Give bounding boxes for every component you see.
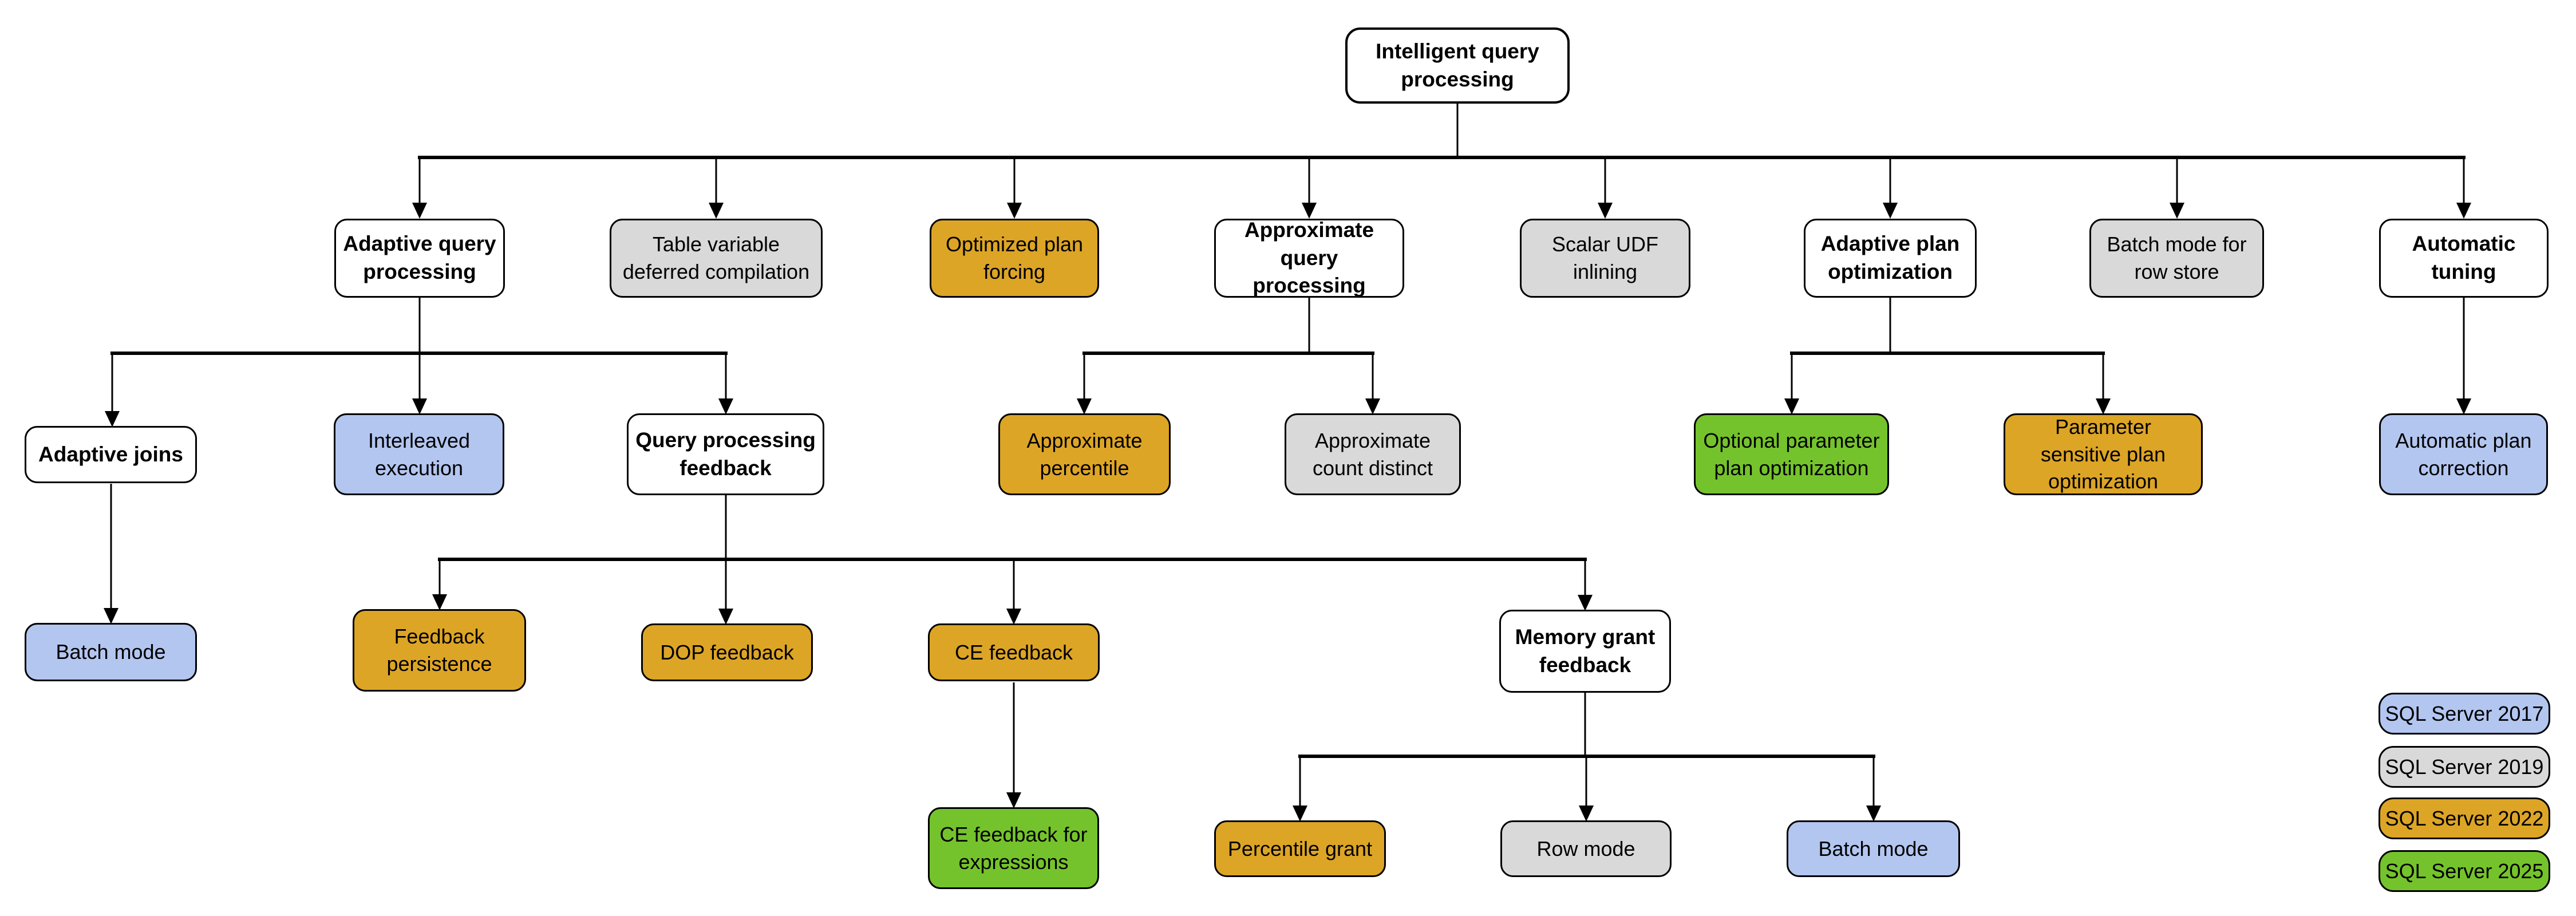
legend-item-sql-server-2017: SQL Server 2017 [2379,693,2550,735]
node-optional-parameter-plan-optimization: Optional parameter plan optimization [1694,413,1889,495]
trunk-lines [110,104,2465,808]
legend-item-sql-server-2025: SQL Server 2025 [2379,850,2550,892]
node-intelligent-query-processing: Intelligent query processing [1345,27,1570,104]
node-table-variable-deferred-compilation: Table variable deferred compilation [610,219,823,298]
node-adaptive-plan-optimization: Adaptive plan optimization [1804,219,1977,298]
node-dop-feedback: DOP feedback [641,623,813,681]
node-optimized-plan-forcing: Optimized plan forcing [930,219,1099,298]
legend-item-sql-server-2019: SQL Server 2019 [2379,746,2550,788]
node-interleaved-execution: Interleaved execution [334,413,504,495]
node-scalar-udf-inlining: Scalar UDF inlining [1520,219,1690,298]
node-automatic-tuning: Automatic tuning [2379,219,2549,298]
node-batch-mode-for-row-store: Batch mode for row store [2089,219,2264,298]
node-adaptive-query-processing: Adaptive query processing [334,219,505,298]
node-row-mode: Row mode [1500,820,1672,877]
node-ce-feedback-for-expressions: CE feedback for expressions [928,807,1099,889]
node-ce-feedback: CE feedback [928,623,1100,681]
node-percentile-grant: Percentile grant [1214,820,1386,877]
node-query-processing-feedback: Query processing feedback [627,413,824,495]
node-adaptive-joins: Adaptive joins [25,426,197,483]
node-batch-mode-adaptive-joins: Batch mode [25,623,197,681]
node-automatic-plan-correction: Automatic plan correction [2379,413,2548,495]
node-feedback-persistence: Feedback persistence [353,609,526,692]
arrowheads [104,203,2471,822]
node-approximate-query-processing: Approximate query processing [1214,218,1404,298]
node-parameter-sensitive-plan-optimization: Parameter sensitive plan optimization [2004,413,2203,495]
node-approximate-count-distinct: Approximate count distinct [1285,413,1461,495]
node-memory-grant-feedback: Memory grant feedback [1499,610,1671,693]
node-approximate-percentile: Approximate percentile [998,413,1171,495]
node-batch-mode-memory-grant: Batch mode [1787,820,1960,877]
legend-item-sql-server-2022: SQL Server 2022 [2379,797,2550,839]
